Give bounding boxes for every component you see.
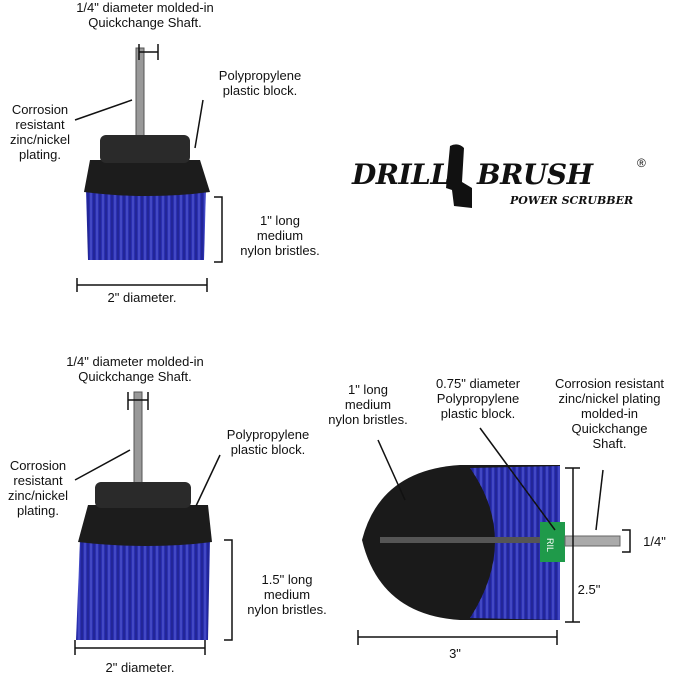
- bristles-label-2: 1.5" long medium nylon bristles.: [247, 572, 327, 617]
- bristles-label-3: 1" long medium nylon bristles.: [328, 382, 408, 427]
- round-brush: RIL: [362, 465, 621, 620]
- shaft-label-2: 1/4" diameter molded-in Quickchange Shaf…: [66, 354, 204, 384]
- height-label: 2.5": [577, 582, 601, 597]
- shaft-label-3: Corrosion resistant zinc/nickel plating …: [554, 376, 665, 451]
- green-collar: [540, 522, 565, 562]
- drill-logo-icon: [446, 144, 472, 208]
- flat-brush-1in: [84, 47, 210, 260]
- dimension-lines-1: [74, 44, 223, 292]
- flat-brush-1-5in: [76, 391, 212, 640]
- block-label-3: 0.75" diameter Polypropylene plastic blo…: [435, 376, 521, 421]
- bristles-1in: [86, 190, 206, 260]
- logo-word-drill: DRILL: [352, 158, 450, 191]
- diameter-label-1: 2" diameter.: [107, 290, 177, 305]
- shaft-label-1: 1/4" diameter molded-in Quickchange Shaf…: [76, 0, 214, 30]
- plating-label-2: Corrosion resistant zinc/nickel plating.: [8, 458, 68, 518]
- dimension-lines-3: [357, 427, 631, 645]
- diameter-label-2: 2" diameter.: [105, 660, 175, 675]
- drillbrush-logo: DRILL BRUSH POWER SCRUBBER ®: [352, 144, 662, 220]
- block-label-2: Polypropylene plastic block.: [226, 427, 310, 457]
- dimension-lines-2: [74, 392, 233, 655]
- shaft-size-label: 1/4": [643, 534, 666, 549]
- bristles-label-1: 1" long medium nylon bristles.: [240, 213, 320, 258]
- bristles-1-5in: [76, 540, 210, 640]
- collar-text: RIL: [545, 538, 555, 552]
- registered-mark: ®: [637, 156, 646, 170]
- logo-tagline: POWER SCRUBBER: [510, 194, 634, 207]
- plastic-block: [84, 160, 210, 196]
- logo-word-brush: BRUSH: [477, 158, 593, 191]
- width-label: 3": [449, 646, 461, 661]
- block-label-1: Polypropylene plastic block.: [218, 68, 302, 98]
- plating-label-1: Corrosion resistant zinc/nickel plating.: [10, 102, 70, 162]
